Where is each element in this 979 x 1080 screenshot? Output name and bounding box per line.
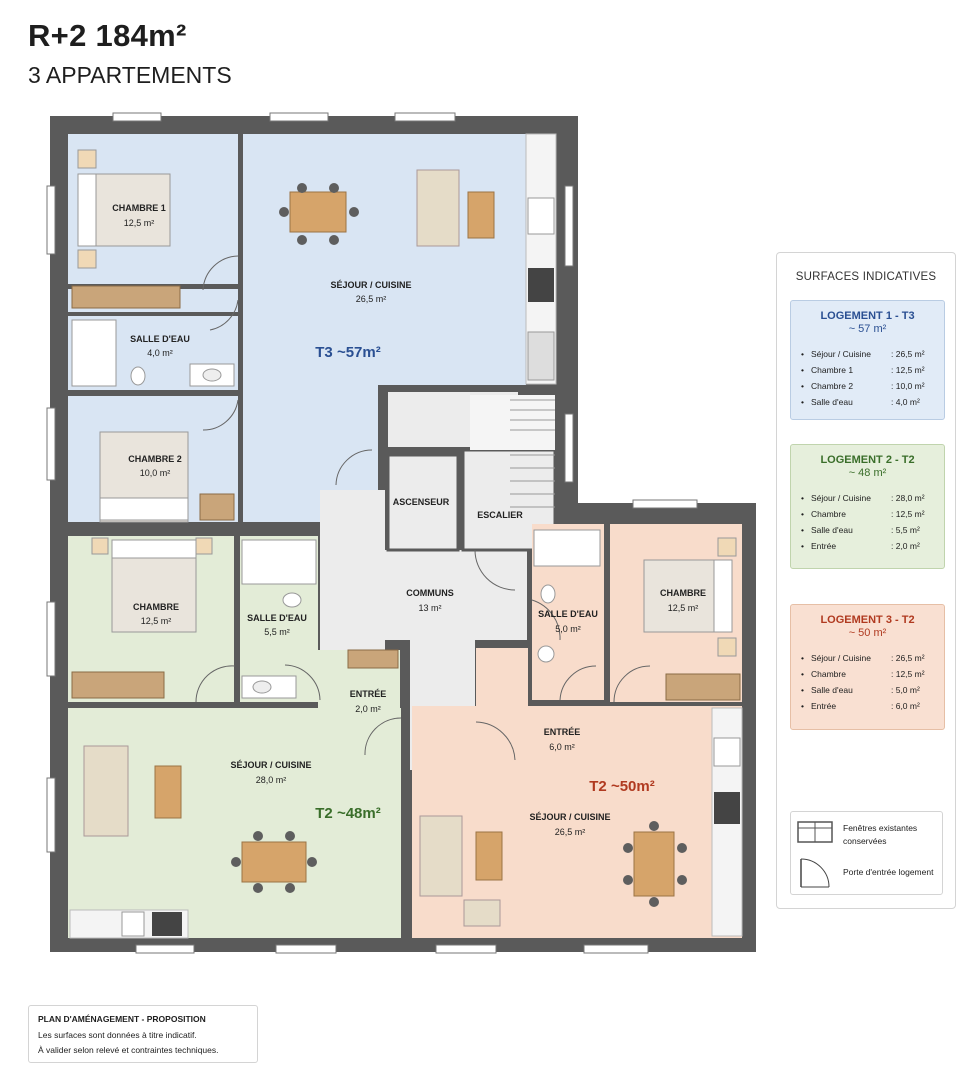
- room-area-sejour-t2b: 26,5 m²: [555, 827, 586, 837]
- legend-item: Salle d'eau: 5,5 m²: [801, 522, 944, 538]
- dining-table: [241, 841, 307, 883]
- furniture: [69, 133, 743, 939]
- legend-card-title: LOGEMENT 1 - T3: [820, 310, 915, 322]
- unit-label-t2a: T2 ~48m²: [315, 805, 380, 822]
- page-title: R+2 184m²: [28, 18, 187, 53]
- key-windows-label: Fenêtres existantes conservées: [843, 823, 918, 846]
- legend-item: Chambre 1: 12,5 m²: [801, 362, 944, 378]
- room-area-communs: 13 m²: [418, 603, 441, 613]
- door-swings: [195, 255, 651, 761]
- room-name-chambre1: CHAMBRE 1: [112, 203, 166, 213]
- sofa: [83, 745, 129, 837]
- stair-treads: [510, 399, 555, 508]
- room-area-sejour-t3: 26,5 m²: [356, 294, 387, 304]
- legend-card-total: ~ 48 m²: [848, 467, 887, 479]
- note-line-2: À valider selon relevé et contraintes te…: [38, 1045, 219, 1055]
- room-area-entree-t2a: 2,0 m²: [355, 704, 381, 714]
- plan-note: PLAN D'AMÉNAGEMENT - PROPOSITION Les sur…: [28, 1005, 258, 1063]
- windows: [46, 112, 698, 954]
- floor-ascenseur: [386, 453, 460, 552]
- room-area-sejour-t2a: 28,0 m²: [256, 775, 287, 785]
- legend-item: Séjour / Cuisine: 26,5 m²: [801, 650, 944, 666]
- floor-sejour-t2b: [412, 706, 742, 938]
- symbol-key: Fenêtres existantes conservées Porte d'e…: [790, 811, 943, 895]
- room-name-salle-eau-t3: SALLE D'EAU: [130, 334, 190, 344]
- room-area-salle-eau-t3: 4,0 m²: [147, 348, 173, 358]
- floor-stairs: [470, 395, 555, 450]
- room-name-sejour-t2a: SÉJOUR / CUISINE: [230, 760, 311, 770]
- room-name-escalier: ESCALIER: [477, 510, 523, 520]
- note-line-1: Les surfaces sont données à titre indica…: [38, 1030, 197, 1040]
- room-area-salle-eau-t2a: 5,5 m²: [264, 627, 290, 637]
- legend-item: Séjour / Cuisine: 28,0 m²: [801, 490, 944, 506]
- legend-card-total: ~ 57 m²: [848, 323, 887, 335]
- legend-panel: SURFACES INDICATIVES LOGEMENT 1 - T3 ~ 5…: [776, 252, 956, 909]
- room-name-salle-eau-t2b: SALLE D'EAU: [538, 609, 598, 619]
- legend-item: Séjour / Cuisine: 26,5 m²: [801, 346, 944, 362]
- room-area-chambre-t2a: 12,5 m²: [141, 616, 172, 626]
- room-area-chambre2: 10,0 m²: [140, 468, 171, 478]
- floor-sejour-t3: [243, 134, 526, 385]
- sofa: [416, 169, 460, 247]
- legend-card-total: ~ 50 m²: [848, 627, 887, 639]
- legend-card-t3: LOGEMENT 1 - T3 ~ 57 m² Séjour / Cuisine…: [790, 300, 945, 420]
- key-door-label: Porte d'entrée logement: [843, 867, 934, 877]
- legend-card-t2b: LOGEMENT 3 - T2 ~ 50 m² Séjour / Cuisine…: [790, 604, 945, 730]
- legend-card-t2a: LOGEMENT 2 - T2 ~ 48 m² Séjour / Cuisine…: [790, 444, 945, 569]
- legend-card-title: LOGEMENT 2 - T2: [820, 454, 915, 466]
- room-area-chambre-t2b: 12,5 m²: [668, 603, 699, 613]
- room-name-chambre-t2b: CHAMBRE: [660, 588, 706, 598]
- page-subtitle: 3 APPARTEMENTS: [28, 62, 232, 88]
- room-area-entree-t2b: 6,0 m²: [549, 742, 575, 752]
- room-area-salle-eau-t2b: 5,0 m²: [555, 624, 581, 634]
- window-icon: [797, 821, 833, 843]
- note-title: PLAN D'AMÉNAGEMENT - PROPOSITION: [38, 1014, 206, 1024]
- sofa: [419, 815, 463, 897]
- room-name-sejour-t3: SÉJOUR / CUISINE: [330, 280, 411, 290]
- legend-item: Chambre 2: 10,0 m²: [801, 378, 944, 394]
- room-name-chambre2: CHAMBRE 2: [128, 454, 182, 464]
- room-name-salle-eau-t2a: SALLE D'EAU: [247, 613, 307, 623]
- floor-communs-center: [385, 550, 527, 640]
- room-name-sejour-t2b: SÉJOUR / CUISINE: [529, 812, 610, 822]
- room-name-entree-t2b: ENTRÉE: [544, 727, 581, 737]
- legend-card-title: LOGEMENT 3 - T2: [820, 614, 915, 626]
- legend-item: Salle d'eau: 5,0 m²: [801, 682, 944, 698]
- bed: [111, 547, 197, 633]
- room-name-chambre-t2a: CHAMBRE: [133, 602, 179, 612]
- legend-item: Entrée: 2,0 m²: [801, 538, 944, 554]
- unit-label-t3: T3 ~57m²: [315, 344, 380, 361]
- room-name-entree-t2a: ENTRÉE: [350, 689, 387, 699]
- door-icon: [800, 858, 830, 888]
- room-name-communs: COMMUNS: [406, 588, 454, 598]
- room-area-chambre1: 12,5 m²: [124, 218, 155, 228]
- room-name-ascenseur: ASCENSEUR: [393, 497, 450, 507]
- legend-item: Salle d'eau: 4,0 m²: [801, 394, 944, 410]
- legend-item: Chambre: 12,5 m²: [801, 506, 944, 522]
- legend-title: SURFACES INDICATIVES: [795, 271, 937, 283]
- legend-item: Chambre: 12,5 m²: [801, 666, 944, 682]
- legend-item: Entrée: 6,0 m²: [801, 698, 944, 714]
- dining-table: [289, 191, 347, 233]
- unit-label-t2b: T2 ~50m²: [589, 778, 654, 795]
- dining-table: [633, 831, 675, 897]
